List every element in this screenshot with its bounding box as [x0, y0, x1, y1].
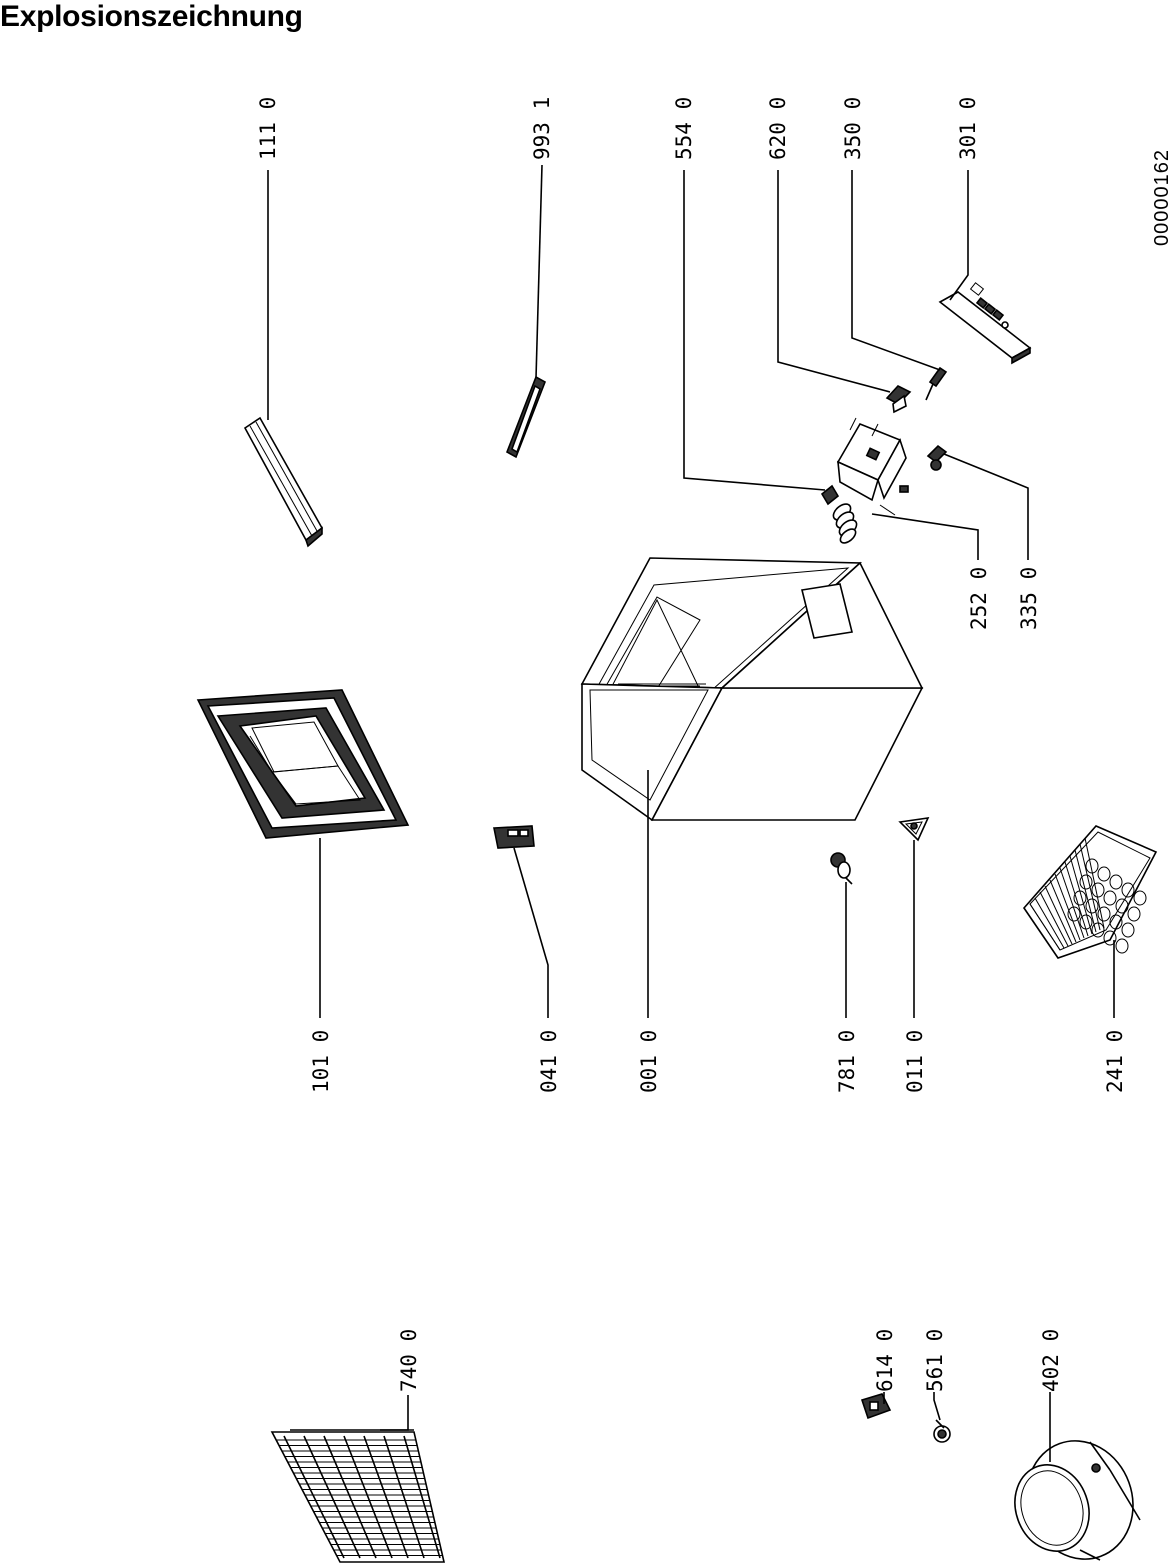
- label-993: 993 1: [530, 97, 554, 160]
- callout-111: 111 0: [256, 97, 280, 420]
- label-241: 241 0: [1103, 1030, 1127, 1093]
- callout-993: 993 1: [530, 97, 554, 379]
- part-241-basket[interactable]: [1022, 825, 1158, 959]
- basket-cell: [1103, 930, 1117, 946]
- label-740: 740 0: [397, 1329, 421, 1392]
- basket-rail: [1059, 867, 1085, 939]
- basket-cell: [1091, 882, 1105, 898]
- basket-cell: [1115, 938, 1129, 954]
- callout-740: 740 0: [380, 1329, 421, 1431]
- label-335: 335 0: [1017, 567, 1041, 630]
- basket-cell: [1115, 898, 1129, 914]
- basket-rail: [1074, 849, 1097, 933]
- basket-cell: [1127, 906, 1141, 922]
- part-993-strip[interactable]: [506, 375, 546, 459]
- callout-620: 620 0: [766, 97, 891, 393]
- basket-rail: [1039, 891, 1069, 947]
- part-614-relay[interactable]: [860, 1393, 892, 1420]
- part-252-housing[interactable]: [836, 417, 909, 516]
- part-350-sensor[interactable]: [925, 366, 948, 401]
- label-554: 554 0: [672, 97, 696, 160]
- part-301-control-panel[interactable]: [938, 282, 1032, 365]
- basket-rail: [1069, 855, 1093, 935]
- document-id: 00000162: [1151, 149, 1172, 246]
- callout-241: 241 0: [1103, 940, 1127, 1093]
- part-402-compressor[interactable]: [1003, 1426, 1149, 1567]
- part-740-condenser[interactable]: [270, 1429, 446, 1563]
- callout-554: 554 0: [672, 97, 826, 491]
- label-781: 781 0: [835, 1030, 859, 1093]
- basket-rail: [1034, 897, 1065, 949]
- basket-rail: [1049, 879, 1077, 943]
- basket-cell: [1079, 874, 1093, 890]
- basket-rail: [1064, 861, 1089, 937]
- label-111: 111 0: [256, 97, 280, 160]
- part-001-cabinet[interactable]: [580, 557, 924, 822]
- basket-cell: [1109, 914, 1123, 930]
- label-011: 011 0: [903, 1030, 927, 1093]
- callout-614: 614 0: [873, 1329, 897, 1404]
- label-350: 350 0: [841, 97, 865, 160]
- basket-cell: [1097, 906, 1111, 922]
- part-335-knob[interactable]: [926, 444, 948, 471]
- part-554-spring[interactable]: [820, 484, 860, 546]
- basket-cell: [1097, 866, 1111, 882]
- label-620: 620 0: [766, 97, 790, 160]
- basket-cell: [1085, 898, 1099, 914]
- callout-101: 101 0: [309, 838, 333, 1093]
- callout-350: 350 0: [841, 97, 941, 371]
- part-101-lid[interactable]: [196, 689, 410, 839]
- label-101: 101 0: [309, 1030, 333, 1093]
- callout-301: 301 0: [949, 97, 980, 301]
- callout-011: 011 0: [903, 840, 927, 1093]
- basket-cell: [1109, 874, 1123, 890]
- part-041-hinge[interactable]: [493, 825, 535, 849]
- label-041: 041 0: [537, 1030, 561, 1093]
- callout-561: 561 0: [923, 1329, 947, 1421]
- basket-cell: [1121, 882, 1135, 898]
- basket-cell: [1121, 922, 1135, 938]
- callout-041: 041 0: [513, 847, 561, 1093]
- label-614: 614 0: [873, 1329, 897, 1392]
- callout-252: 252 0: [871, 513, 991, 630]
- basket-rail: [1044, 885, 1073, 945]
- basket-cell: [1103, 890, 1117, 906]
- label-301: 301 0: [956, 97, 980, 160]
- basket-cell: [1067, 906, 1081, 922]
- label-402: 402 0: [1039, 1329, 1063, 1392]
- label-252: 252 0: [967, 567, 991, 630]
- callout-335: 335 0: [943, 453, 1041, 630]
- label-001: 001 0: [637, 1030, 661, 1093]
- basket-cell: [1133, 890, 1147, 906]
- basket-rail: [1079, 843, 1101, 931]
- part-011-foot[interactable]: [898, 817, 930, 842]
- basket-rail: [1084, 837, 1105, 929]
- label-561: 561 0: [923, 1329, 947, 1392]
- callout-001: 001 0: [637, 770, 661, 1093]
- basket-rail: [1029, 903, 1061, 951]
- part-561-overload[interactable]: [933, 1419, 951, 1443]
- page-title: Explosionszeichnung: [0, 0, 303, 33]
- part-620-switch[interactable]: [885, 385, 912, 414]
- part-781-bulb[interactable]: [830, 852, 853, 885]
- callout-402: 402 0: [1039, 1329, 1063, 1462]
- callout-781: 781 0: [835, 882, 859, 1093]
- basket-rail: [1054, 873, 1081, 941]
- part-111-handle-strip[interactable]: [243, 416, 324, 548]
